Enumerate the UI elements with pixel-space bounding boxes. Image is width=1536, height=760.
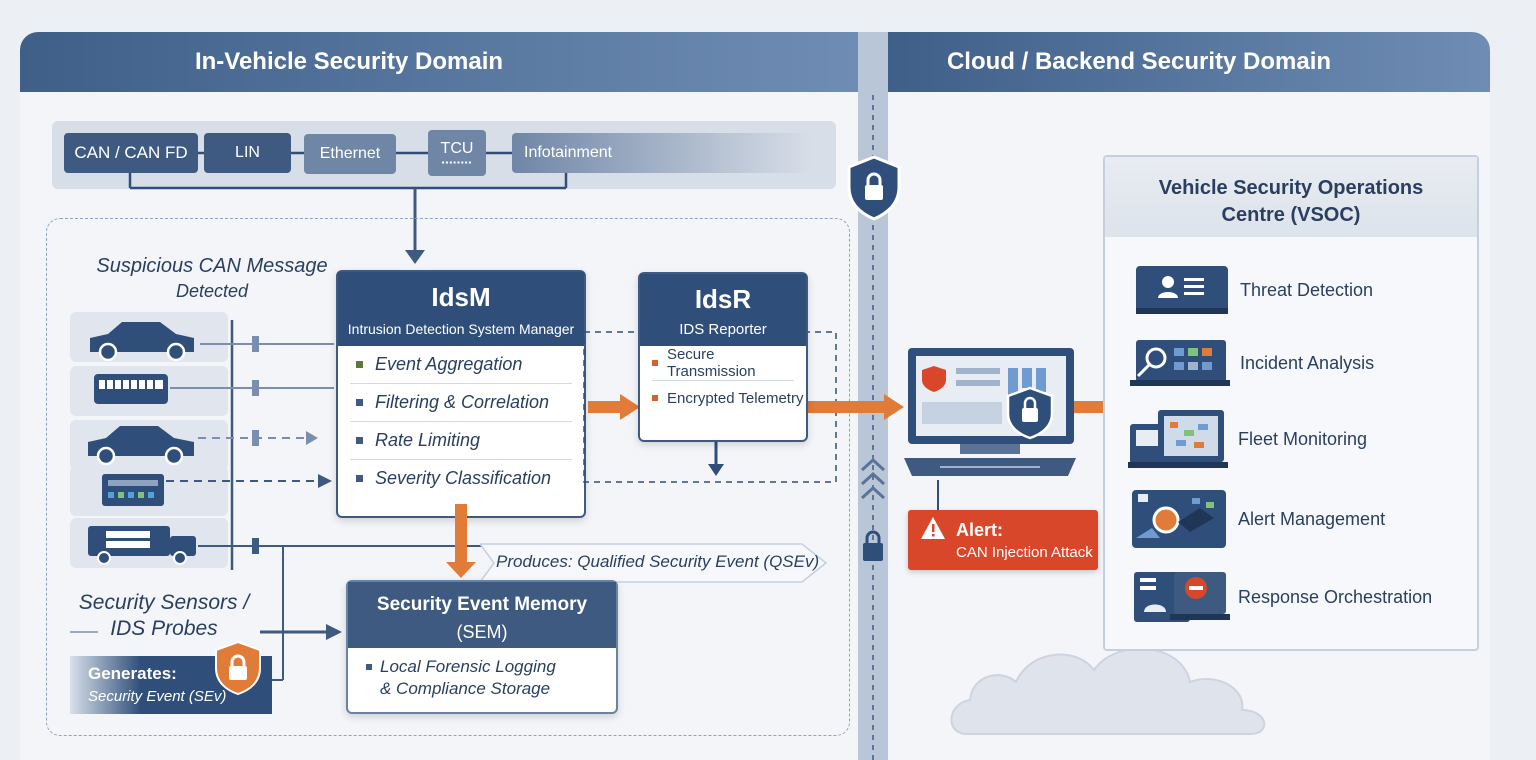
idsm-item-label: Event Aggregation: [375, 354, 523, 374]
vsoc-item-response-orchestration: Response Orchestration: [1130, 568, 1432, 626]
alert-box: Alert: CAN Injection Attack: [908, 510, 1098, 570]
bus-lin: LIN: [204, 133, 291, 173]
sem-line1: Local Forensic Logging: [380, 657, 556, 676]
vsoc-item-label: Incident Analysis: [1240, 352, 1375, 373]
bullet: [356, 437, 363, 444]
vsoc-item-alert-management: Alert Management: [1130, 488, 1385, 550]
vsoc-header: Vehicle Security Operations Centre (VSOC…: [1105, 157, 1477, 237]
bus-icon: [94, 374, 168, 404]
response-orchestration-icon: [1134, 572, 1230, 622]
bus-tcu-label: TCU: [440, 139, 474, 157]
suspicious-line2: Detected: [175, 281, 249, 301]
threat-detection-icon: [1136, 266, 1228, 314]
bus-tcu: TCU ▪▪▪▪▪▪▪▪: [428, 130, 486, 176]
bus-ethernet: Ethernet: [304, 134, 396, 174]
idsr-item-label: Encrypted Telemetry: [667, 389, 804, 407]
vsoc-item-label: Threat Detection: [1240, 279, 1374, 300]
vsoc-item-label: Alert Management: [1238, 508, 1386, 529]
fleet-monitoring-icon: [1128, 410, 1228, 468]
idsm-card: IdsM Intrusion Detection System Manager …: [336, 270, 586, 518]
vsoc-title-line2: Centre (VSOC): [1221, 204, 1361, 226]
idsr-card: IdsR IDS Reporter Secure Transmission En…: [638, 272, 808, 442]
idsr-title: IdsR: [694, 284, 752, 314]
suspicious-line1: Suspicious CAN Message: [96, 255, 328, 277]
divider-lock-icon: [863, 530, 883, 561]
bullet: [652, 395, 658, 401]
sem-card: Security Event Memory (SEM) Local Forens…: [346, 580, 618, 714]
idsr-item-label: Secure Transmission: [666, 346, 756, 380]
sensors-line1: Security Sensors /: [78, 591, 250, 614]
bus-infotainment: Infotainment: [512, 133, 812, 173]
orange-lock-icon: [215, 640, 261, 696]
alert-title: Alert:: [956, 520, 1004, 540]
truck-icon: [88, 526, 196, 565]
idsr-subtitle: IDS Reporter: [679, 321, 767, 338]
idsm-title: IdsM: [431, 282, 491, 312]
idsm-item: Rate Limiting: [338, 422, 584, 459]
warning-icon: [921, 517, 945, 539]
bus-can: CAN / CAN FD: [64, 133, 198, 173]
shield-lock-icon: [847, 155, 901, 221]
generates-subtitle: Security Event (SEv): [88, 688, 227, 705]
bullet: [356, 399, 363, 406]
incident-analysis-icon: [1130, 340, 1230, 386]
idsr-item: Encrypted Telemetry: [640, 381, 806, 415]
idsr-item: Secure Transmission: [640, 346, 806, 380]
bullet: [356, 361, 363, 368]
idsm-item-label: Rate Limiting: [375, 430, 481, 450]
vsoc-item-threat-detection: Threat Detection: [1134, 262, 1373, 318]
ecu-module-icon: [102, 474, 164, 506]
in-vehicle-title: In-Vehicle Security Domain: [194, 48, 504, 75]
idsm-item-label: Severity Classification: [375, 468, 552, 488]
produces-label: Produces: Qualified Security Event (QSEv…: [496, 552, 820, 571]
car-icon: [88, 426, 194, 466]
bullet: [356, 475, 363, 482]
idsm-header: IdsM Intrusion Detection System Manager: [338, 272, 584, 346]
vsoc-item-fleet-monitoring: Fleet Monitoring: [1128, 408, 1367, 470]
sem-subtitle: (SEM): [456, 622, 508, 642]
sensors-label: Security Sensors / IDS Probes: [64, 590, 264, 642]
alert-management-icon: [1132, 490, 1226, 548]
bullet: [652, 360, 658, 366]
car-icon: [90, 322, 194, 362]
idsr-header: IdsR IDS Reporter: [640, 274, 806, 346]
workstation-icon: [904, 348, 1076, 476]
sem-body: Local Forensic Logging & Compliance Stor…: [348, 648, 616, 700]
sem-title: Security Event Memory: [376, 594, 588, 615]
vsoc-item-label: Fleet Monitoring: [1238, 428, 1368, 449]
idsm-item: Event Aggregation: [338, 346, 584, 383]
sem-header: Security Event Memory (SEM): [348, 582, 616, 648]
cloud-icon: [950, 647, 1266, 735]
produces-banner-shape: [480, 543, 828, 583]
sem-line2: & Compliance Storage: [380, 679, 551, 698]
generates-title: Generates:: [88, 664, 177, 683]
cloud-header: Cloud / Backend Security Domain: [888, 32, 1490, 92]
in-vehicle-header: In-Vehicle Security Domain: [20, 32, 858, 92]
alert-detail: CAN Injection Attack: [956, 544, 1093, 561]
vsoc-title-line1: Vehicle Security Operations: [1158, 177, 1424, 199]
idsm-item: Severity Classification: [338, 460, 584, 497]
sem-line: Local Forensic Logging: [366, 656, 616, 678]
idsm-item: Filtering & Correlation: [338, 384, 584, 421]
vsoc-item-label: Response Orchestration: [1238, 586, 1433, 607]
sensors-line2: IDS Probes: [110, 617, 218, 640]
tcu-pins: ▪▪▪▪▪▪▪▪: [441, 157, 473, 167]
vsoc-item-incident-analysis: Incident Analysis: [1130, 338, 1374, 388]
alert-connector: [937, 480, 939, 512]
bullet: [366, 664, 372, 670]
suspicious-label: Suspicious CAN Message Detected: [96, 254, 328, 304]
idsm-item-label: Filtering & Correlation: [375, 392, 550, 412]
idsm-subtitle: Intrusion Detection System Manager: [347, 321, 575, 337]
in-vehicle-region: [46, 218, 850, 736]
cloud-title: Cloud / Backend Security Domain: [946, 48, 1332, 75]
vsoc-panel: Vehicle Security Operations Centre (VSOC…: [1103, 155, 1479, 651]
